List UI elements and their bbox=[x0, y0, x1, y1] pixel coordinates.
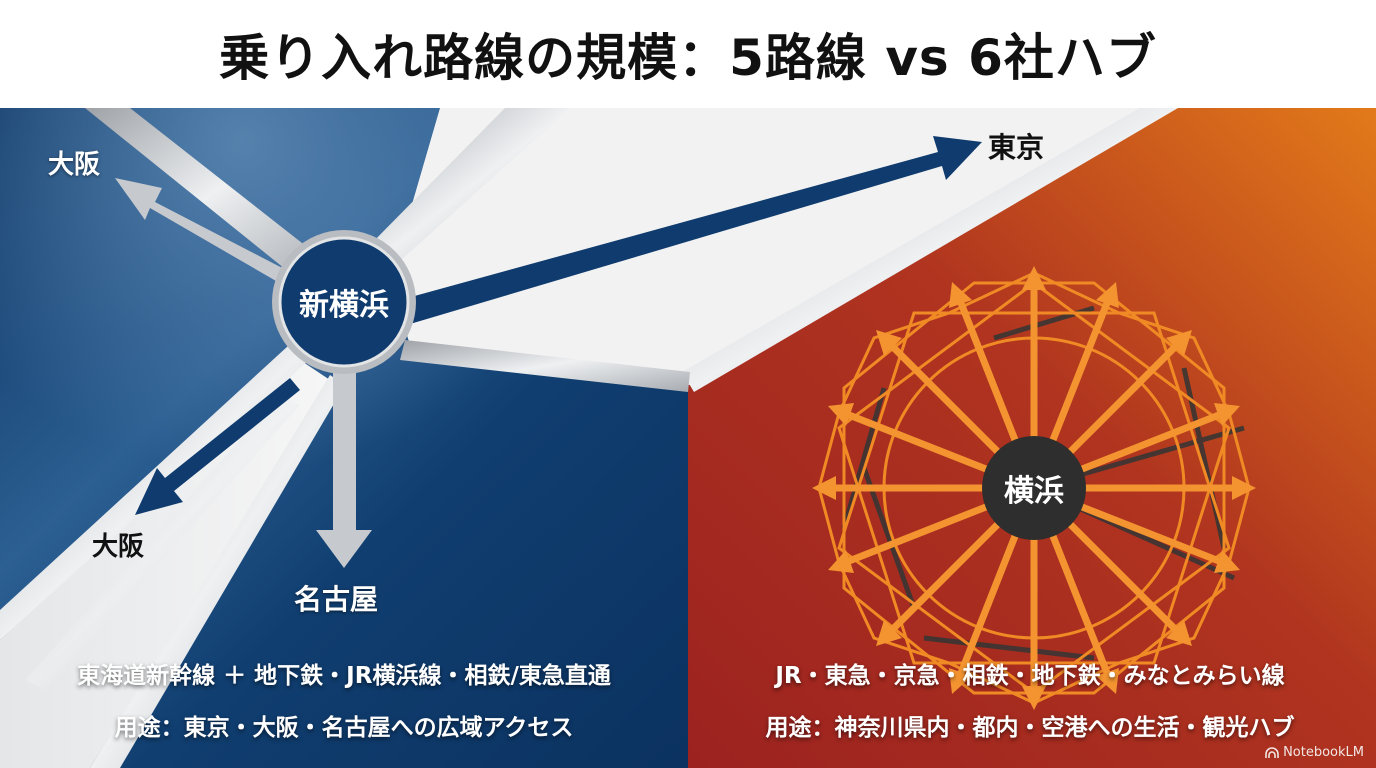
diagram-background bbox=[0, 108, 1376, 768]
destination-label-osaka-top: 大阪 bbox=[48, 150, 101, 180]
watermark-text: NotebookLM bbox=[1283, 745, 1364, 760]
page-title: 乗り入れ路線の規模：5路線 vs 6社ハブ bbox=[219, 29, 1157, 87]
right-caption-usage: 用途：神奈川県内・都内・空港への生活・観光ハブ bbox=[765, 715, 1295, 741]
destination-label-nagoya: 名古屋 bbox=[294, 583, 379, 616]
left-caption-lines: 東海道新幹線 ＋ 地下鉄・JR横浜線・相鉄/東急直通 bbox=[77, 663, 611, 689]
hub-label-shin-yokohama: 新横浜 bbox=[299, 288, 389, 323]
destination-label-osaka-bottom: 大阪 bbox=[92, 532, 145, 562]
hub-label-yokohama: 横浜 bbox=[1004, 474, 1064, 509]
title-bar: 乗り入れ路線の規模：5路線 vs 6社ハブ bbox=[0, 0, 1376, 108]
left-caption-usage: 用途：東京・大阪・名古屋への広域アクセス bbox=[114, 715, 574, 741]
destination-label-tokyo: 東京 bbox=[988, 131, 1045, 164]
diagram-stage: 新横浜 大阪 大阪 名古屋 東京 横浜 東海道新幹線 ＋ 地下鉄・JR横浜線・相… bbox=[0, 108, 1376, 768]
right-caption-lines: JR・東急・京急・相鉄・地下鉄・みなとみらい線 bbox=[775, 663, 1285, 689]
watermark: NotebookLM bbox=[1265, 745, 1364, 760]
notebooklm-icon bbox=[1265, 746, 1279, 758]
